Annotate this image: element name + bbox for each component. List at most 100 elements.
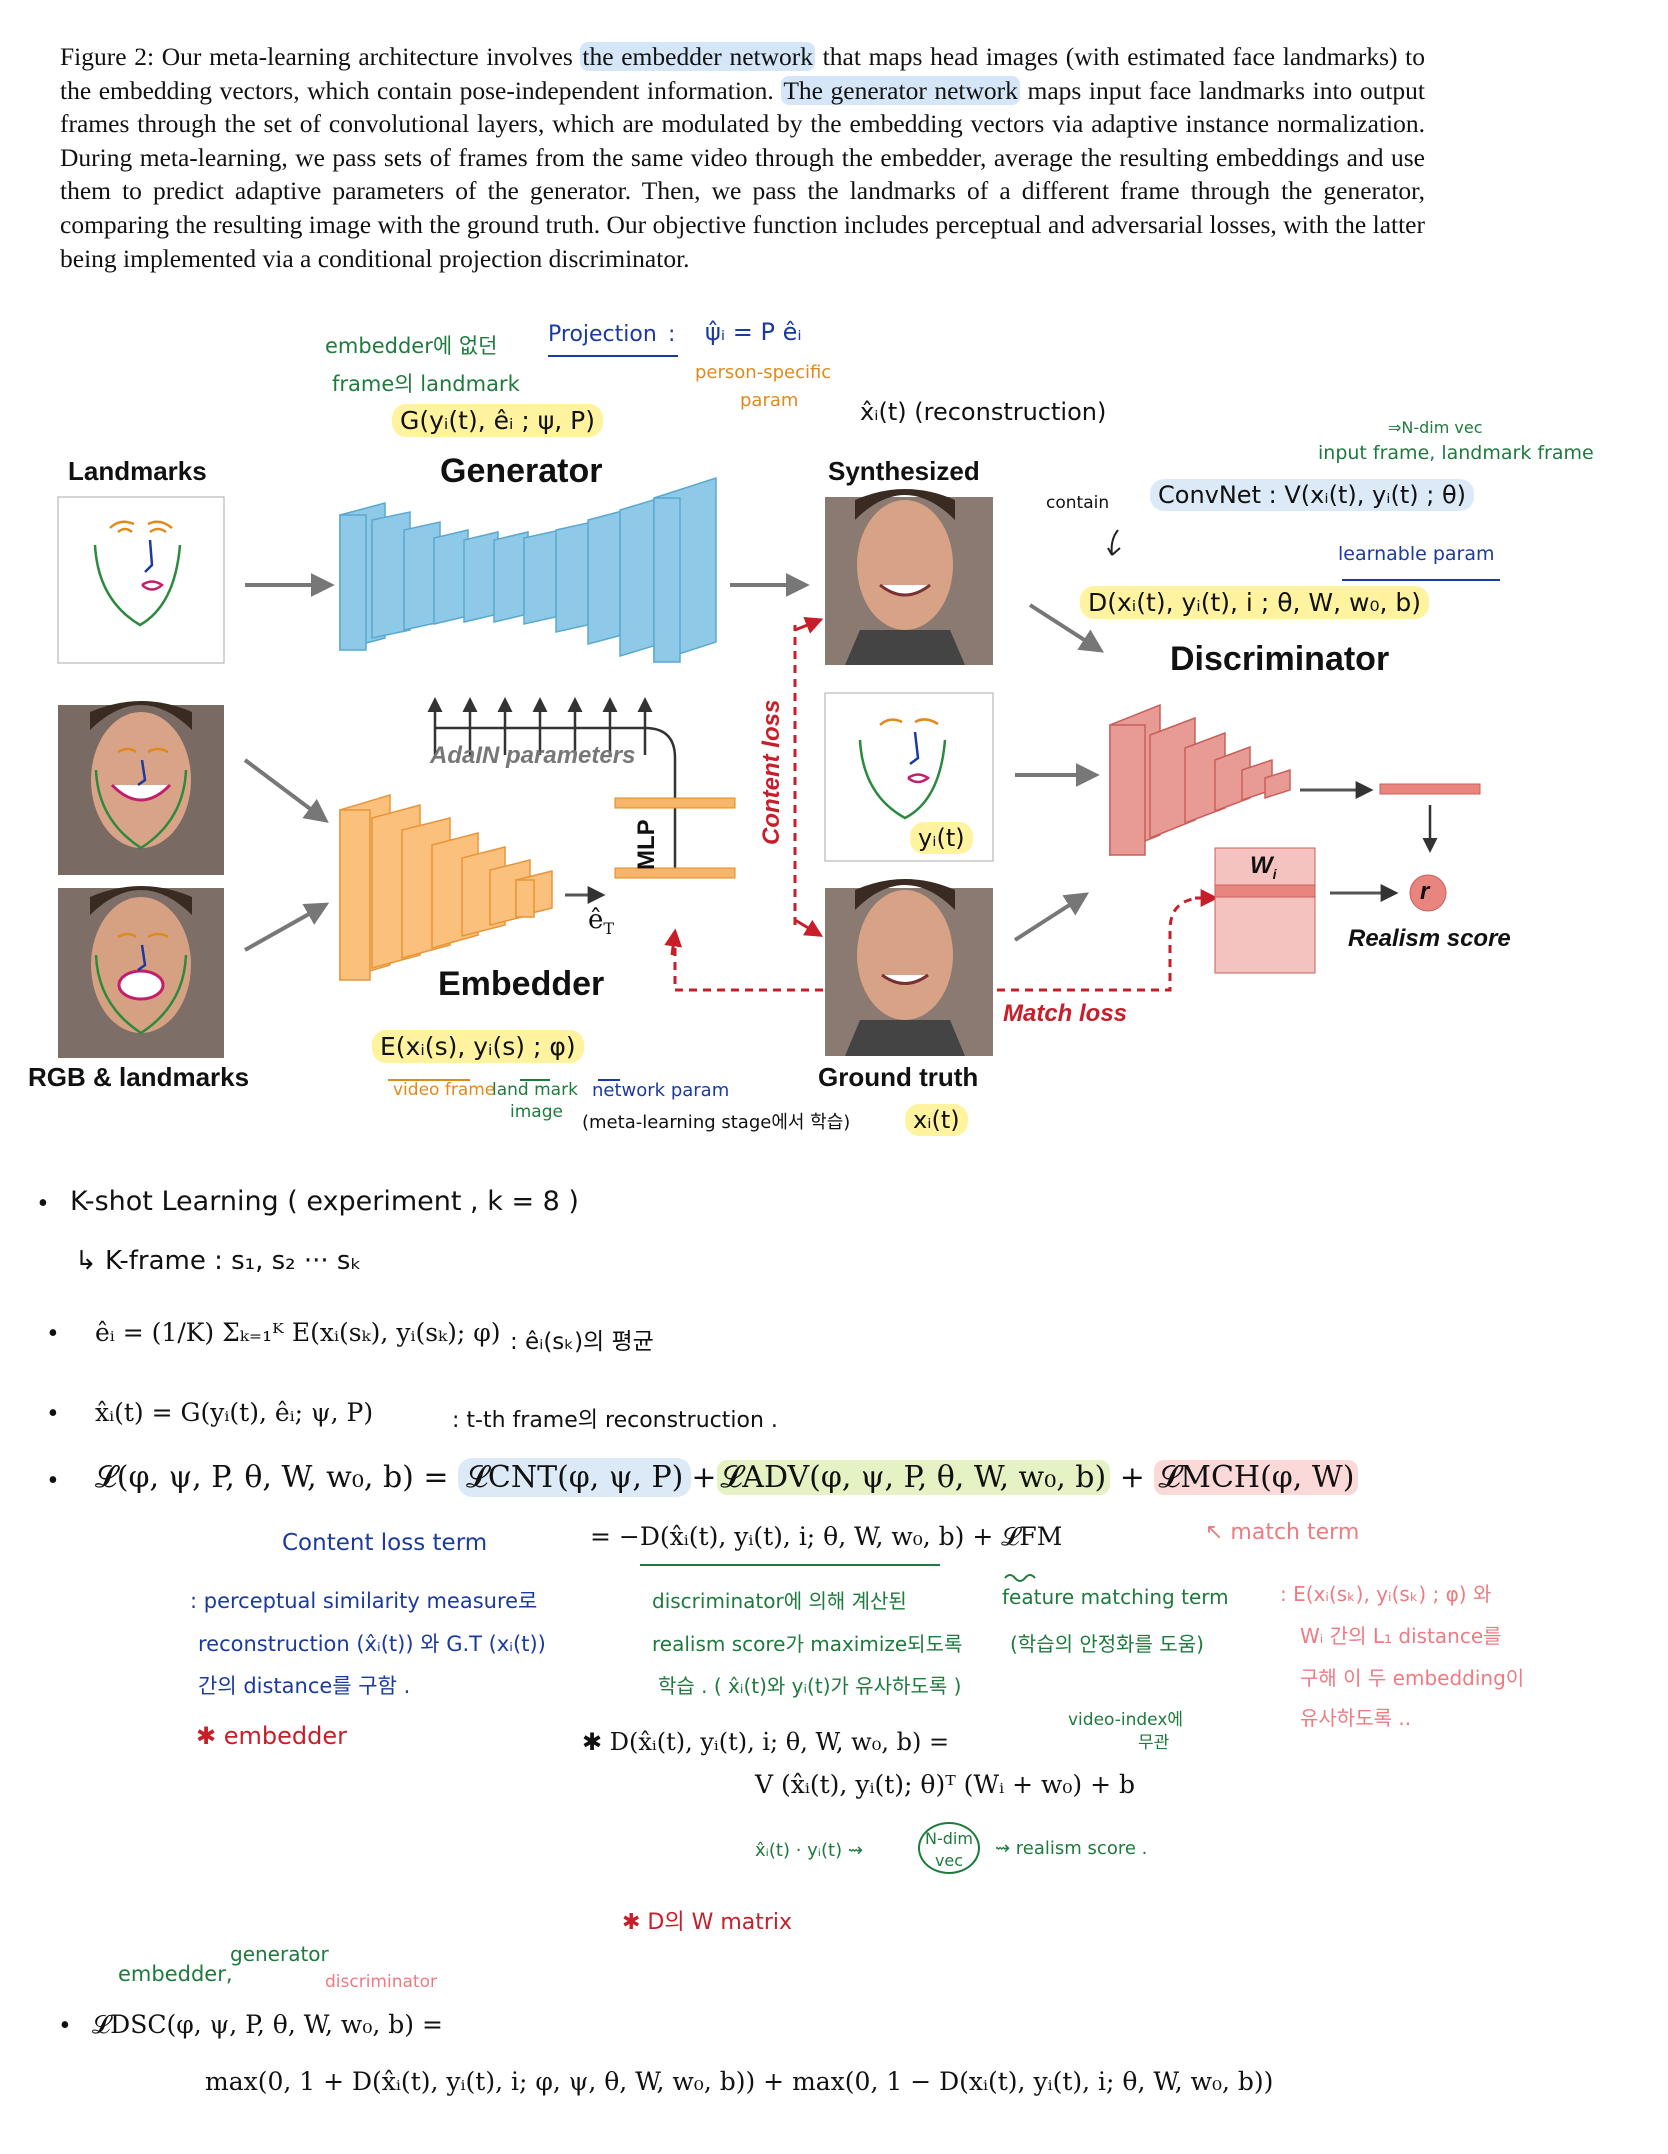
- mlp-label: MLP: [633, 819, 660, 870]
- bullet: •: [48, 1398, 58, 1429]
- r-label: r: [1420, 878, 1430, 905]
- feature-matching-2: (학습의 안정화를 도움): [1010, 1632, 1204, 1656]
- figure-caption: Figure 2: Our meta-learning architecture…: [60, 40, 1425, 275]
- landmarks-image-frame: [57, 496, 225, 664]
- bullet: •: [38, 1188, 48, 1219]
- adv-desc-2: realism score가 maximize되도록: [652, 1632, 963, 1656]
- adversarial-equation: = −D(x̂ᵢ(t), yᵢ(t), i; θ, W, w₀, b) + 𝓛F…: [590, 1522, 1063, 1551]
- note-video-frame: video frame: [393, 1080, 496, 1100]
- bullet: •: [60, 2010, 70, 2041]
- note-convnet: ConvNet : V(xᵢ(t), yᵢ(t) ; θ): [1150, 479, 1475, 511]
- arrow-gt-to-disc: [1013, 892, 1090, 942]
- note-yi-t: yᵢ(t): [910, 822, 973, 854]
- caption-text: that maps head images (with estimated fa…: [60, 42, 1426, 105]
- match-desc-2: Wᵢ 간의 L₁ distance를: [1300, 1624, 1502, 1648]
- equation-embedding-note: : êᵢ(sₖ)의 평균: [510, 1329, 654, 1355]
- architecture-diagram: [57, 355, 1500, 1081]
- realism-score-node: [1409, 874, 1447, 912]
- kshot-learning: K-shot Learning ( experiment , k = 8 ): [70, 1186, 579, 1217]
- wi-matrix: [1214, 847, 1316, 974]
- discriminator-label: Discriminator: [1170, 640, 1390, 678]
- note-colon: :: [668, 322, 676, 347]
- landmarks-label: Landmarks: [68, 456, 207, 486]
- adv-desc-3: 학습 . ( x̂ᵢ(t)와 yᵢ(t)가 유사하도록 ): [658, 1674, 962, 1698]
- rgb-photo-top: [58, 701, 224, 875]
- note-psi-equation: ψ̂ᵢ = P êᵢ: [705, 318, 802, 346]
- note-xi-t: xᵢ(t): [905, 1104, 968, 1136]
- content-desc-1: : perceptual similarity measure로: [190, 1589, 538, 1613]
- note-embedder-landmark-1: embedder에 없던: [325, 334, 498, 358]
- bullet: •: [48, 1318, 58, 1349]
- equation-reconstruction-note: : t-th frame의 reconstruction .: [452, 1408, 778, 1433]
- generator-label: Generator: [440, 452, 603, 490]
- k-frame: ↳ K-frame : s₁, s₂ ··· sₖ: [75, 1246, 362, 1276]
- arrow-synth-to-disc: [1028, 603, 1105, 653]
- note-param: param: [740, 390, 799, 411]
- target-landmark-sketch: [858, 718, 947, 820]
- caption-highlight-embedder: the embedder network: [580, 42, 816, 71]
- match-desc-4: 유사하도록 ..: [1300, 1706, 1412, 1730]
- dsc-equation-1: 𝓛DSC(φ, ψ, P, θ, W, w₀, b) =: [92, 2010, 443, 2039]
- match-loss-path: [664, 889, 1219, 992]
- note-projection: Projection: [548, 322, 657, 347]
- note-embedder-landmark-2: frame의 landmark: [332, 372, 520, 396]
- e-hat-label: êT: [588, 905, 615, 939]
- synthesized-photo: [825, 489, 993, 665]
- caption-text: maps input face landmarks into output fr…: [60, 75, 1426, 273]
- video-index-2: 무관: [1138, 1733, 1170, 1753]
- note-embedder-function: E(xᵢ(s), yᵢ(s) ; φ): [372, 1030, 584, 1063]
- equation-total-loss: 𝓛(φ, ψ, P, θ, W, w₀, b) = 𝓛CNT(φ, ψ, P)+…: [95, 1458, 1359, 1497]
- rgb-photo-bottom: [58, 886, 224, 1058]
- mlp-block: [614, 797, 736, 879]
- star-embedder: ✱ embedder: [196, 1722, 347, 1750]
- note-input-frame: input frame, landmark frame: [1318, 442, 1594, 464]
- wi-row: [1214, 884, 1316, 898]
- ground-truth-label: Ground truth: [818, 1062, 979, 1092]
- note-land-mark: land mark: [492, 1080, 578, 1100]
- embedder-block: [339, 793, 553, 982]
- generator-block: [339, 476, 717, 664]
- landmark-sketch: [93, 520, 182, 627]
- match-loss-label: Match loss: [1003, 1000, 1128, 1027]
- bullet: •: [48, 1465, 58, 1496]
- d-equation-1: ✱ D(x̂ᵢ(t), yᵢ(t), i; θ, W, w₀, b) =: [582, 1728, 950, 1756]
- content-loss-path: [793, 616, 824, 937]
- video-index-1: video-index에: [1068, 1710, 1184, 1730]
- match-desc-3: 구해 이 두 embedding이: [1300, 1666, 1525, 1690]
- rgb-landmarks-label: RGB & landmarks: [28, 1062, 250, 1092]
- content-loss-label: Content loss: [758, 699, 785, 845]
- caption-text: Figure 2: Our meta-learning architecture…: [60, 42, 581, 71]
- note-generator-function: G(yᵢ(t), êᵢ ; ψ, P): [392, 404, 603, 437]
- equation-reconstruction: x̂ᵢ(t) = G(yᵢ(t), êᵢ; ψ, P): [95, 1398, 374, 1427]
- label-generator: generator: [230, 1942, 329, 1966]
- arrow-rgb-top-to-embedder: [243, 758, 329, 823]
- caption-highlight-generator: The generator network: [781, 75, 1020, 105]
- match-desc-1: : E(xᵢ(sₖ), yᵢ(sₖ) ; φ) 와: [1280, 1582, 1492, 1606]
- adv-desc-1: discriminator에 의해 계산된: [652, 1589, 907, 1613]
- d-equation-2: V (x̂ᵢ(t), yᵢ(t); θ)ᵀ (Wᵢ + w₀) + b: [755, 1770, 1135, 1799]
- content-desc-2: reconstruction (x̂ᵢ(t)) 와 G.T (xᵢ(t)): [198, 1632, 546, 1656]
- realism-score-label: Realism score: [1348, 925, 1511, 952]
- note-contain: contain: [1046, 493, 1110, 513]
- note-reconstruction: x̂ᵢ(t) (reconstruction): [860, 398, 1107, 426]
- note-network-param: network param: [592, 1080, 730, 1101]
- content-desc-3: 간의 distance를 구함 .: [198, 1674, 411, 1698]
- wi-label: Wi: [1250, 852, 1277, 882]
- label-discriminator: discriminator: [325, 1972, 437, 1992]
- note-n-dim-vec: ⇒N-dim vec: [1388, 418, 1483, 437]
- label-embedder: embedder,: [118, 1962, 233, 1986]
- note-person-specific: person-specific: [695, 362, 832, 383]
- arrow-note-2: ⇝ realism score .: [995, 1838, 1148, 1859]
- note-image: image: [510, 1102, 563, 1122]
- arrow-rgb-bottom-to-embedder: [244, 902, 330, 952]
- match-term: ↖ match term: [1205, 1520, 1360, 1545]
- note-learnable-param: learnable param: [1338, 543, 1495, 565]
- disc-feature-vector: [1379, 783, 1481, 795]
- equation-embedding-average: êᵢ = (1/K) Σₖ₌₁ᴷ E(xᵢ(sₖ), yᵢ(sₖ); φ): [95, 1318, 501, 1347]
- adain-arrows: [427, 697, 677, 800]
- adv-underline: [640, 1564, 1036, 1582]
- ground-truth-photo: [825, 879, 993, 1056]
- adain-label: AdaIN parameters: [430, 742, 636, 769]
